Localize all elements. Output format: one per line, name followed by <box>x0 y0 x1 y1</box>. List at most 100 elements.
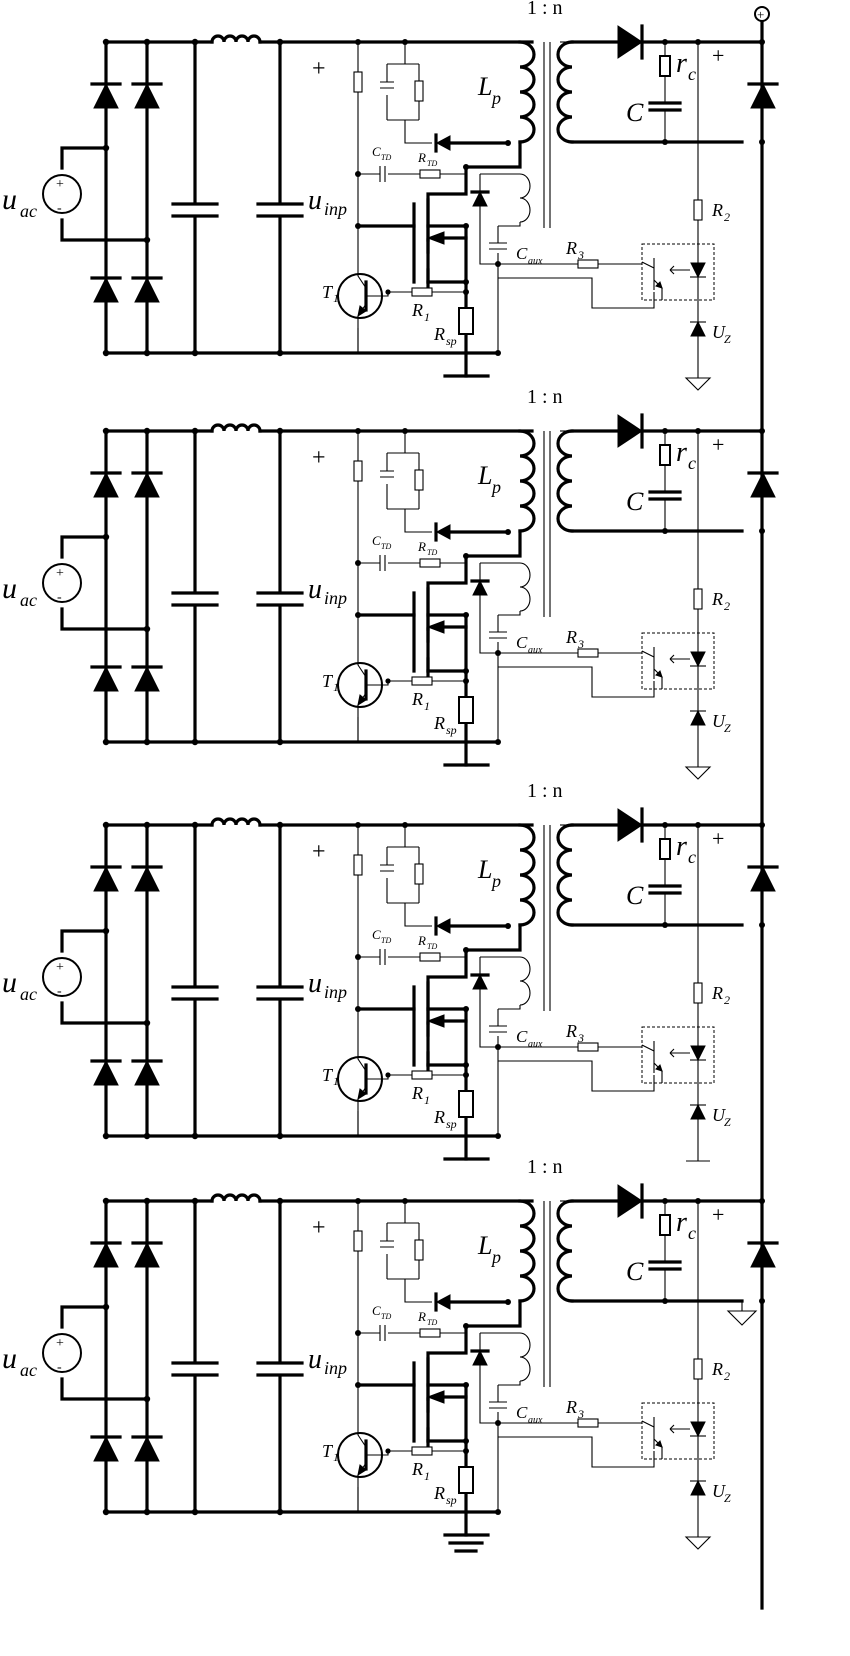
svg-text:TD: TD <box>381 936 391 945</box>
output-capacitor-label: C <box>626 881 644 910</box>
svg-text:2: 2 <box>724 993 730 1007</box>
svg-text:TD: TD <box>381 1312 391 1321</box>
signal-ground-symbol <box>684 1536 712 1550</box>
svg-text:TD: TD <box>381 542 391 551</box>
svg-text:c: c <box>688 1223 696 1243</box>
svg-text:TD: TD <box>427 1318 437 1327</box>
svg-text:C: C <box>516 633 528 652</box>
svg-text:sp: sp <box>446 1117 457 1131</box>
plus-input-label: + <box>312 839 326 865</box>
svg-text:2: 2 <box>724 1369 730 1383</box>
svg-text:1: 1 <box>424 1469 430 1483</box>
svg-text:p: p <box>490 1247 501 1267</box>
svg-text:L: L <box>477 72 492 101</box>
svg-text:1: 1 <box>333 680 339 694</box>
svg-text:inp: inp <box>324 588 347 608</box>
svg-text:aux: aux <box>528 1415 543 1426</box>
signal-ground-symbol <box>684 766 712 780</box>
svg-text:R: R <box>417 933 426 948</box>
svg-text:TD: TD <box>427 159 437 168</box>
svg-text:C: C <box>516 1027 528 1046</box>
svg-text:C: C <box>516 1403 528 1422</box>
svg-text:3: 3 <box>577 248 584 262</box>
svg-text:r: r <box>676 437 687 468</box>
svg-text:aux: aux <box>528 1039 543 1050</box>
svg-text:C: C <box>516 244 528 263</box>
svg-text:Z: Z <box>724 1491 731 1505</box>
svg-text:sp: sp <box>446 723 457 737</box>
svg-text:C: C <box>372 533 381 548</box>
output-capacitor-label: C <box>626 1257 644 1286</box>
svg-text:u: u <box>308 185 322 216</box>
output-capacitor-label: C <box>626 98 644 127</box>
svg-text:R: R <box>565 238 577 258</box>
svg-text:inp: inp <box>324 1358 347 1378</box>
plus-output-label: + <box>712 432 724 457</box>
plus-output-label: + <box>712 826 724 851</box>
svg-text:3: 3 <box>577 1407 584 1421</box>
svg-text:u: u <box>2 183 17 216</box>
plus-input-label: + <box>312 445 326 471</box>
svg-text:L: L <box>477 461 492 490</box>
svg-text:sp: sp <box>446 334 457 348</box>
extra-ground-bars <box>448 1541 484 1553</box>
svg-text:R: R <box>411 1083 423 1103</box>
svg-text:C: C <box>372 1303 381 1318</box>
svg-text:u: u <box>2 1342 17 1375</box>
svg-text:R: R <box>711 200 723 220</box>
svg-text:TD: TD <box>381 153 391 162</box>
svg-text:R: R <box>417 1309 426 1324</box>
svg-text:R: R <box>565 1021 577 1041</box>
svg-text:R: R <box>565 1397 577 1417</box>
svg-text:r: r <box>676 1207 687 1238</box>
turns-ratio-label: 1 : n <box>527 780 563 802</box>
svg-text:sp: sp <box>446 1493 457 1507</box>
svg-text:u: u <box>2 966 17 999</box>
svg-text:U: U <box>712 1105 726 1125</box>
svg-text:ac: ac <box>20 201 37 221</box>
svg-text:3: 3 <box>577 1031 584 1045</box>
svg-text:2: 2 <box>724 599 730 613</box>
svg-text:R: R <box>433 1483 445 1503</box>
svg-text:1: 1 <box>424 1093 430 1107</box>
svg-text:U: U <box>712 1481 726 1501</box>
svg-text:R: R <box>711 589 723 609</box>
svg-text:TD: TD <box>427 548 437 557</box>
svg-text:C: C <box>372 927 381 942</box>
svg-text:p: p <box>490 477 501 497</box>
svg-text:c: c <box>688 453 696 473</box>
turns-ratio-label: 1 : n <box>527 1156 563 1178</box>
